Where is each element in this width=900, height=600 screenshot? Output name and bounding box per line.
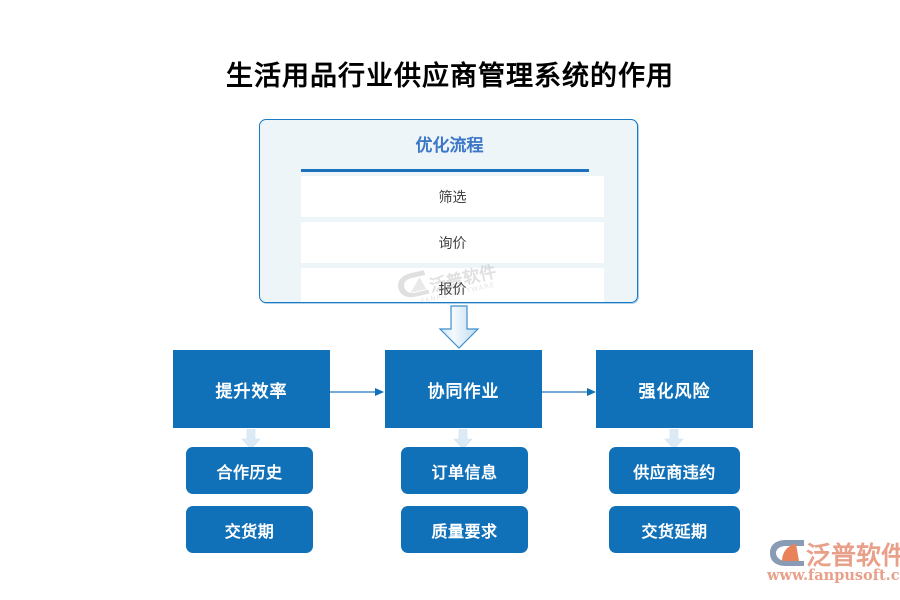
flow-headline-box[interactable]: 强化风险 (596, 350, 753, 428)
brand-logo-icon (770, 540, 804, 566)
process-step-list: 筛选 询价 报价 (301, 176, 604, 302)
process-step-item[interactable]: 询价 (301, 222, 604, 263)
flow-item-box[interactable]: 交货延期 (609, 506, 740, 553)
flow-headline-box[interactable]: 协同作业 (385, 350, 542, 428)
process-card-title: 优化流程 (415, 136, 484, 156)
arrow-right-icon (542, 388, 596, 396)
process-step-item[interactable]: 报价 (301, 268, 604, 302)
arrow-down-icon (438, 305, 480, 349)
process-card-divider (301, 169, 589, 172)
arrow-right-icon (330, 388, 384, 396)
arrow-down-icon (453, 429, 473, 449)
brand-logo-name: 泛普软件 (806, 541, 900, 570)
flow-item-box[interactable]: 合作历史 (186, 447, 313, 494)
arrow-down-icon (664, 429, 684, 449)
flow-item-box[interactable]: 质量要求 (401, 506, 528, 553)
arrow-down-icon (241, 429, 261, 449)
flow-item-box[interactable]: 交货期 (186, 506, 313, 553)
process-card: 优化流程 筛选 询价 报价 (259, 119, 638, 303)
flow-headline-box[interactable]: 提升效率 (173, 350, 330, 428)
page-title: 生活用品行业供应商管理系统的作用 (226, 61, 674, 92)
flow-item-box[interactable]: 订单信息 (401, 447, 528, 494)
process-step-item[interactable]: 筛选 (301, 176, 604, 217)
brand-logo: 泛普软件 www.fanpusoft.com (766, 536, 900, 590)
brand-logo-url: www.fanpusoft.com (767, 567, 900, 584)
flow-item-box[interactable]: 供应商违约 (609, 447, 740, 494)
